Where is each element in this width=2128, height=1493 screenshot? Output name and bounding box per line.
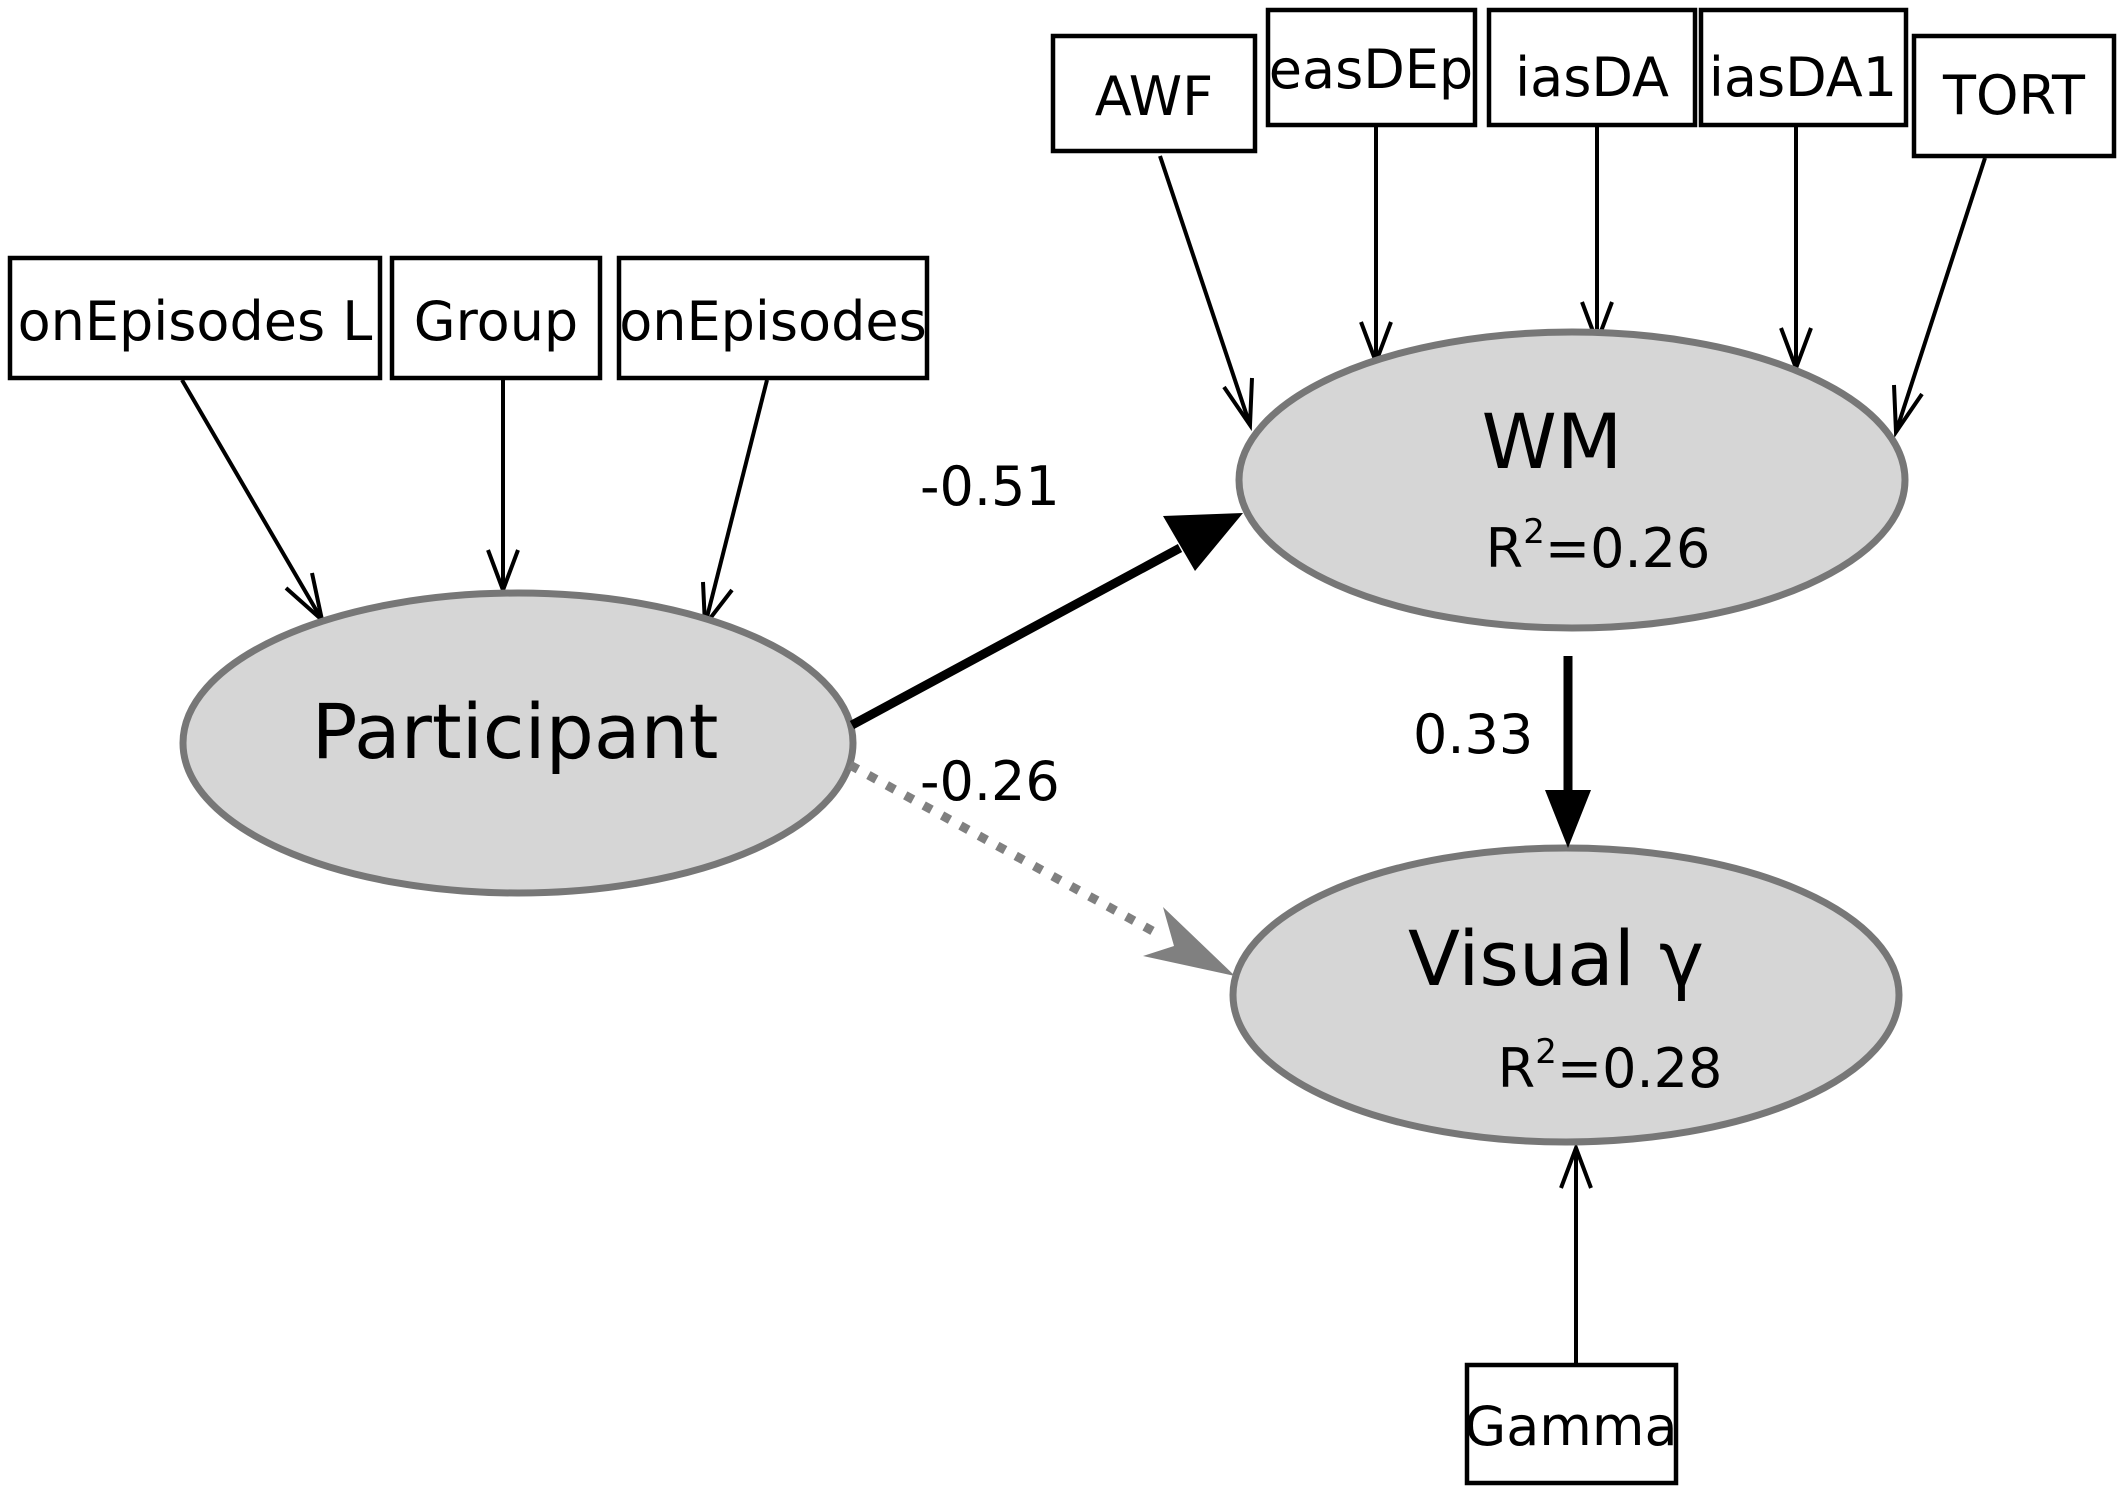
node-wm: WM R2=0.26 [1235,328,1909,632]
indicator-label: TORT [1942,64,2086,127]
indicator-arrow [180,378,326,626]
indicator-box-tort: TORT [1911,33,2117,159]
coef-participant-to-visual: -0.26 [920,750,1060,813]
indicator-box-onepisodes-l: onEpisodes L [7,255,383,381]
node-visual-gamma: Visual γ R2=0.28 [1229,844,1903,1146]
coef-wm-to-visual: 0.33 [1413,703,1533,766]
indicator-arrow [1559,1142,1593,1365]
indicator-arrow [1779,127,1813,374]
node-title: Visual γ [1408,914,1704,1003]
indicator-arrow [1158,155,1254,432]
indicator-label: onEpisodes L [18,290,373,353]
indicator-box-iasda1: iasDA1 [1698,7,1909,128]
path-participant-to-wm [849,513,1243,729]
path-participant-to-visual [847,761,1235,976]
indicator-box-group: Group [389,255,603,381]
indicator-box-onepisodes: onEpisodes [616,255,930,381]
indicator-arrow [1359,127,1393,368]
r-squared-label: R2=0.28 [1498,1032,1723,1100]
indicator-label: easDEp [1269,38,1473,101]
node-participant: Participant [179,589,857,897]
indicator-label: onEpisodes [619,290,926,353]
indicator-label: iasDA1 [1709,46,1897,109]
indicator-box-awf: AWF [1050,33,1258,154]
indicator-box-gamma: Gamma [1464,1362,1679,1486]
indicator-label: iasDA [1515,46,1669,109]
coef-participant-to-wm: -0.51 [920,455,1060,518]
indicator-label: Group [414,290,578,353]
node-title: WM [1482,397,1623,486]
indicator-arrow [1892,157,1987,439]
indicator-box-iasda: iasDA [1486,7,1698,128]
indicator-arrow [486,380,520,596]
indicator-arrow [701,379,769,631]
indicator-arrow [1580,127,1614,348]
path-wm-to-visual [1545,656,1591,848]
r-squared-label: R2=0.26 [1486,512,1711,580]
indicator-box-easdep: easDEp [1265,7,1478,128]
indicator-label: Gamma [1464,1395,1677,1458]
indicator-label: AWF [1095,65,1213,128]
node-title: Participant [312,687,719,776]
